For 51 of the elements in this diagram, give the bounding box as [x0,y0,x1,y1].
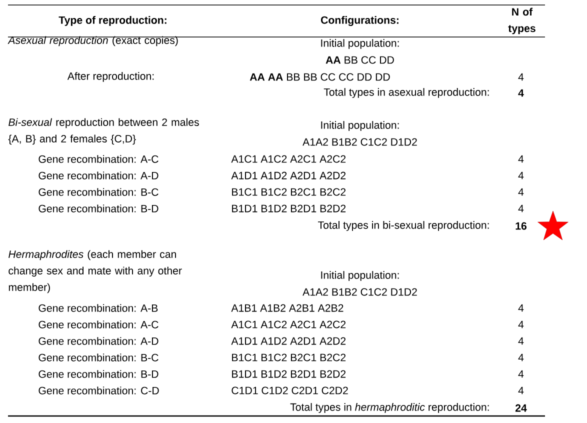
count-value: 4 [518,172,524,180]
total-value: 4 [518,89,524,97]
row-heading: Bi-sexual reproduction between 2 males {A, B} and 2 females {C,D} [8,118,199,145]
table-cell: Initial population: [321,271,399,281]
table-cell: A1A2 B1B2 C1C2 D1D2 [302,138,417,146]
row-label: Gene recombination: B-D [38,370,158,378]
configuration-text: A1D1 A1D2 A2D1 A2D2 [231,172,346,180]
total-label: Total types in asexual reproduction: [324,88,489,98]
table-cell: After reproduction: [67,72,154,82]
configuration-text: B1D1 B1D2 B2D1 B2D2 [232,204,346,212]
configuration-text: A1D1 A1D2 A2D1 A2D2 [231,337,346,345]
row-label: Gene recombination: A-D [38,337,158,345]
total-value: 16 [516,222,527,230]
column-header: Type of reproduction: [58,16,166,26]
total-value: 24 [515,404,527,412]
count-value: 4 [518,370,524,378]
row-label: Gene recombination: B-C [38,354,158,362]
row-label: Gene recombination: A-D [38,172,158,180]
count-value: 4 [518,337,524,345]
table-cell: AA BB CC DD [326,56,394,64]
column-header: Configurations: [321,16,398,26]
row-label: Gene recombination: A-C [38,155,158,163]
table-cell: AA AA BB BB CC CC DD DD [250,73,390,81]
configuration-text: A1C1 A1C2 A2C1 A2C2 [231,155,346,163]
configuration-text: C1D1 C1D2 C2D1 C2D2 [232,386,348,394]
count-value: 4 [518,155,524,163]
row-label: Gene recombination: C-D [38,386,159,394]
count-value: 4 [518,386,524,394]
row-heading: Hermaphrodites (each member can change sex and mate with any other member) [8,250,182,294]
table-cell: A1A2 B1B2 C1C2 D1D2 [302,288,417,296]
row-label: Gene recombination: A-C [38,320,158,328]
table-cell: Initial population: [321,121,399,131]
row-heading: Asexual reproduction (exact copies) [8,36,178,46]
row-label: Gene recombination: B-C [38,188,158,196]
configuration-text: B1C1 B1C2 B2C1 B2C2 [232,188,346,196]
row-label: Gene recombination: A-B [38,304,158,312]
total-label: Total types in hermaphroditic reproduction: [290,403,489,413]
configuration-text: B1D1 B1D2 B2D1 B2D2 [232,370,346,378]
table-cell: Initial population: [321,39,399,49]
configuration-text: B1C1 B1C2 B2C1 B2C2 [232,354,346,362]
count-value: 4 [518,354,524,362]
count-value: 4 [518,304,524,312]
count-value: 4 [518,204,524,212]
total-label: Total types in bi-sexual reproduction: [318,221,489,231]
row-label: Gene recombination: B-D [38,204,158,212]
count-value: 4 [518,188,524,196]
configuration-text: A1C1 A1C2 A2C1 A2C2 [231,320,346,328]
count-value: 4 [518,320,524,328]
count-value: 4 [518,73,524,81]
column-header: N of types [508,8,536,34]
configuration-text: A1B1 A1B2 A2B1 A2B2 [231,304,344,312]
